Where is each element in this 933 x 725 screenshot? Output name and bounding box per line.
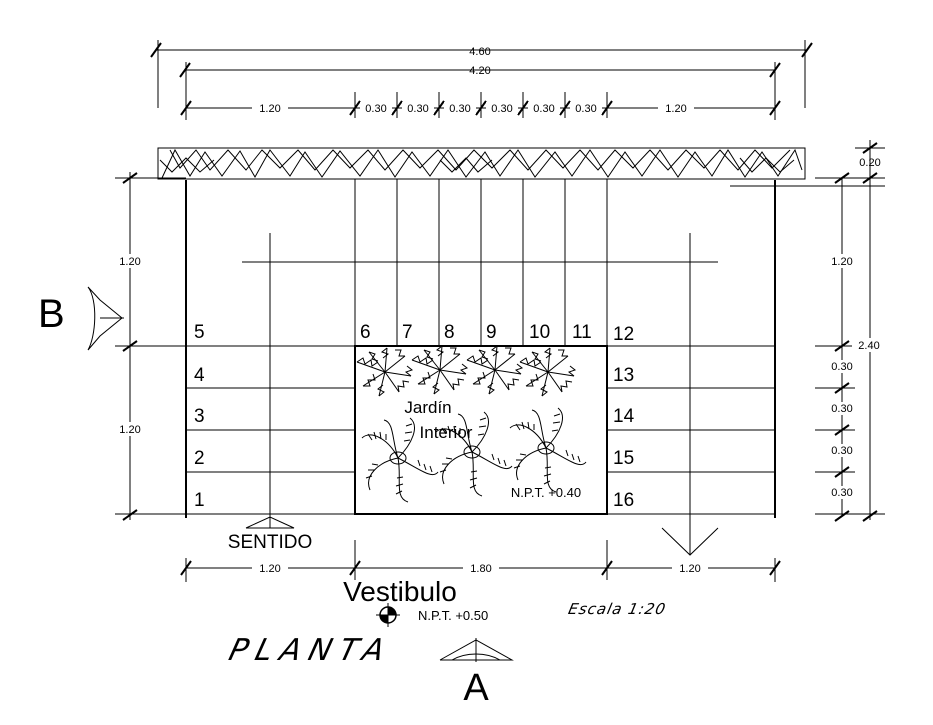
dim-riser-6: 0.30 xyxy=(575,103,596,115)
top-dimensions: 4.60 4.20 1.20 1.20 0.30 0.30 0.30 xyxy=(150,40,813,120)
fern-plant-icon xyxy=(361,417,439,503)
step-number: 2 xyxy=(194,448,205,469)
dim-bottom-right: 1.20 xyxy=(679,563,700,575)
dim-left-segment: 1.20 xyxy=(259,103,280,115)
dim-right-segment: 1.20 xyxy=(665,103,686,115)
bottom-dimensions: 1.20 1.80 1.20 xyxy=(180,540,781,582)
palm-plant-icon xyxy=(466,345,524,395)
level-marker-icon xyxy=(376,603,400,627)
step-number: 9 xyxy=(486,322,497,343)
dim-right-riser-1: 0.30 xyxy=(831,361,852,373)
step-number: 16 xyxy=(613,490,634,511)
section-arrow-icon xyxy=(87,286,123,351)
dim-right-riser-4: 0.30 xyxy=(831,487,852,499)
step-number: 12 xyxy=(613,324,634,345)
step-number: 1 xyxy=(194,490,205,511)
section-mark-a: A xyxy=(439,638,514,709)
step-number: 4 xyxy=(194,365,205,386)
palm-plant-icon xyxy=(519,347,577,397)
fern-plant-icon xyxy=(435,411,513,497)
garden-level: N.P.T. +0.40 xyxy=(511,485,581,500)
step-number: 15 xyxy=(613,448,634,469)
dim-riser-3: 0.30 xyxy=(449,103,470,115)
stone-beam xyxy=(157,147,806,180)
dim-right-total: 2.40 xyxy=(858,340,879,352)
dim-beam-height: 0.20 xyxy=(859,157,880,169)
dim-bottom-left: 1.20 xyxy=(259,563,280,575)
section-mark-b: B xyxy=(38,286,124,351)
section-label-a: A xyxy=(463,667,489,709)
dim-left-upper: 1.20 xyxy=(119,256,140,268)
dim-riser-1: 0.30 xyxy=(365,103,386,115)
dim-riser-4: 0.30 xyxy=(491,103,512,115)
dim-right-riser-3: 0.30 xyxy=(831,445,852,457)
step-numbers: 5 4 3 2 1 6 7 8 9 10 11 12 13 14 15 16 xyxy=(194,322,635,511)
step-number: 10 xyxy=(529,322,550,343)
palm-plant-icon xyxy=(356,347,414,397)
step-number: 13 xyxy=(613,365,634,386)
step-number: 8 xyxy=(444,322,455,343)
step-number: 11 xyxy=(572,322,592,343)
step-number: 14 xyxy=(613,406,635,427)
step-number: 3 xyxy=(194,406,205,427)
dim-total-outer: 4.60 xyxy=(469,46,490,58)
garden-label-line1: Jardín xyxy=(404,398,451,417)
stair-structure xyxy=(185,179,776,555)
step-number: 6 xyxy=(360,322,371,343)
plan-title: PLANTA xyxy=(225,633,395,667)
right-dimensions: 0.20 1.20 2.40 0.30 0.30 0.30 0.30 xyxy=(730,140,886,522)
up-arrow-icon xyxy=(245,516,295,529)
direction-label: SENTIDO xyxy=(228,532,312,553)
palm-plant-icon xyxy=(411,345,469,395)
down-arrow-icon xyxy=(661,527,719,556)
direction-markers: SENTIDO xyxy=(228,516,719,556)
step-number: 7 xyxy=(402,322,413,343)
vestibule-level: N.P.T. +0.50 xyxy=(418,608,488,623)
section-label-b: B xyxy=(38,292,65,336)
left-dimensions: 1.20 1.20 xyxy=(114,172,186,521)
fern-plant-icon xyxy=(509,407,587,493)
scale-note: Escala 1:20 xyxy=(567,600,668,618)
dim-right-riser-2: 0.30 xyxy=(831,403,852,415)
vestibule-name: Vestibulo xyxy=(343,576,457,607)
dim-left-lower: 1.20 xyxy=(119,424,140,436)
garden-label-line2: Interior xyxy=(420,423,473,442)
dim-bottom-middle: 1.80 xyxy=(470,563,491,575)
dim-right-upper: 1.20 xyxy=(831,256,852,268)
step-number: 5 xyxy=(194,322,205,343)
interior-garden: Jardín Interior N.P.T. +0.40 xyxy=(354,345,608,515)
dim-riser-2: 0.30 xyxy=(407,103,428,115)
vestibule-label-group: Vestibulo N.P.T. +0.50 xyxy=(343,576,488,627)
dim-riser-5: 0.30 xyxy=(533,103,554,115)
dim-total-inner: 4.20 xyxy=(469,65,490,77)
